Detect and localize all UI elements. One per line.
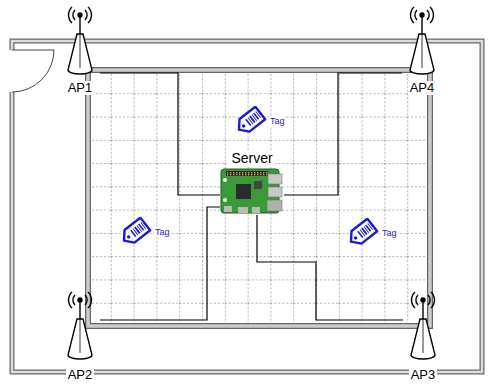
tag-icon [345, 218, 379, 248]
antenna-icon [60, 2, 100, 81]
room-wall [12, 41, 482, 372]
tag-icon [233, 106, 267, 136]
network-cable [284, 73, 402, 195]
access-point: AP1 [60, 2, 100, 95]
access-point: AP4 [402, 2, 442, 95]
raspberry-pi-board [220, 168, 284, 215]
network-cable [100, 207, 220, 320]
tag-label: Tag [381, 228, 398, 238]
antenna-icon [60, 284, 100, 368]
network-cable [257, 215, 403, 320]
door-swing [12, 50, 54, 92]
area-border-inner [88, 70, 430, 326]
floor-grid [88, 70, 430, 326]
antenna-icon [403, 284, 443, 368]
door-leaf [12, 50, 54, 51]
tag-icon [118, 217, 152, 247]
tag-node: Tag [118, 217, 171, 247]
tag-node: Tag [345, 218, 398, 248]
tag-node: Tag [233, 106, 286, 136]
antenna-icon [402, 2, 442, 81]
ap-label: AP1 [66, 81, 95, 95]
ap-label: AP4 [408, 81, 437, 95]
area-border [88, 70, 430, 326]
access-point: AP3 [403, 284, 443, 382]
room-wall-inner [12, 41, 482, 372]
server-label: Server [229, 150, 274, 166]
tag-label: Tag [269, 116, 286, 126]
access-point: AP2 [60, 284, 100, 382]
network-cable [100, 73, 220, 195]
ap-label: AP2 [66, 368, 95, 382]
ap-label: AP3 [409, 368, 438, 382]
server-node: Server [220, 150, 284, 215]
tag-label: Tag [154, 227, 171, 237]
